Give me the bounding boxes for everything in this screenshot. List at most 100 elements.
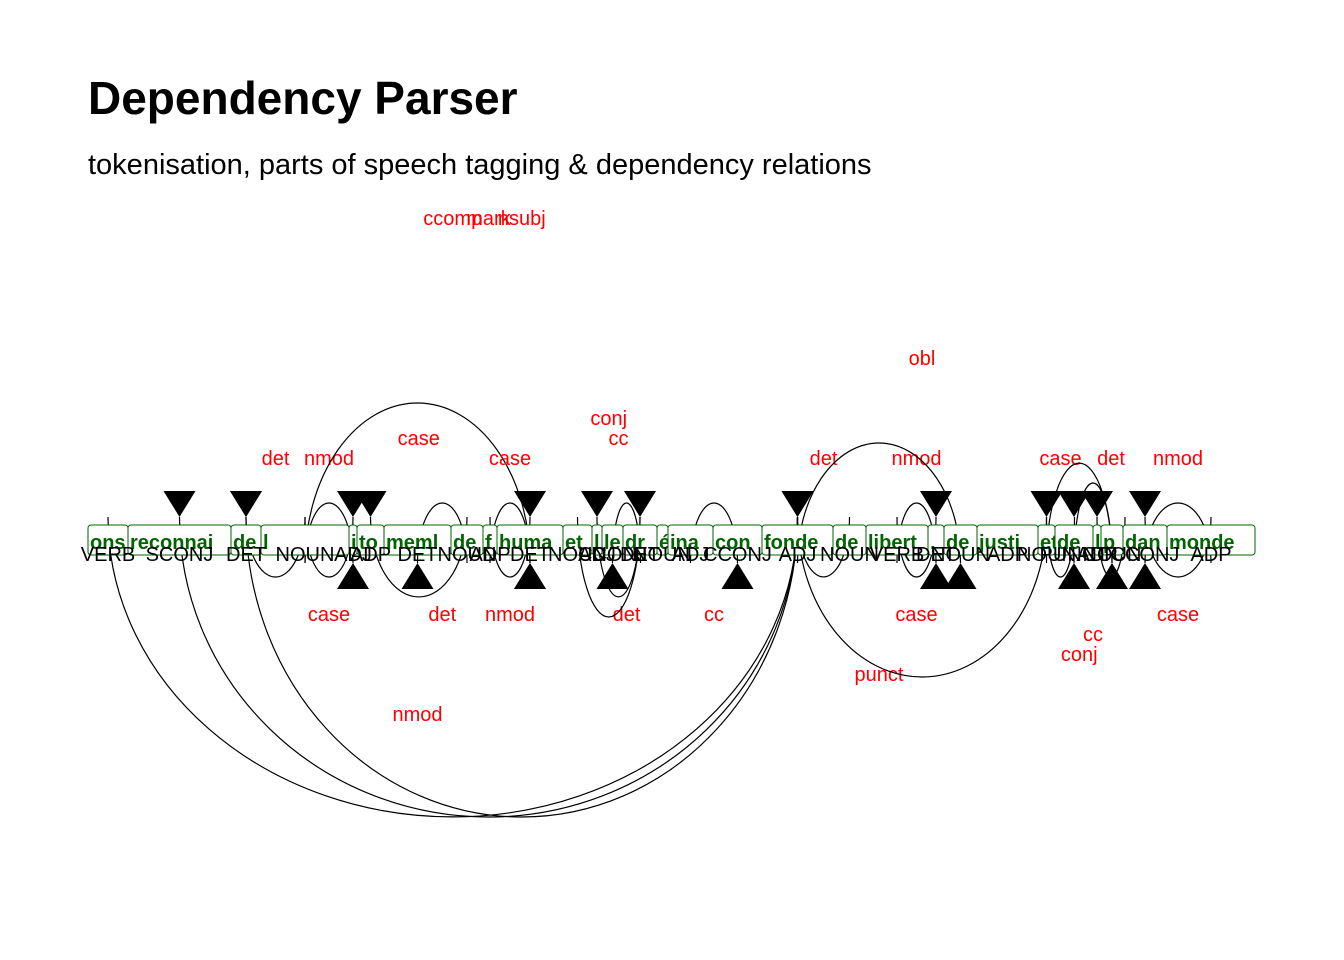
arrow-head [514, 491, 546, 517]
relation-label: det [810, 448, 838, 470]
pos-tag-27: CCONJ [1111, 544, 1180, 566]
pos-tag-20: DET [916, 544, 956, 566]
pos-tag-1: SCONJ [146, 544, 214, 566]
token-15: ina [667, 524, 714, 556]
relation-label: cc [704, 604, 724, 626]
token-text: de [233, 532, 256, 554]
token-text: et [565, 532, 583, 554]
pos-tag-19: VERB [870, 544, 924, 566]
arc [576, 516, 641, 618]
pos-tag-13: DET [620, 544, 660, 566]
pos-tag-23: NOUN [1017, 544, 1076, 566]
arrow-head [624, 491, 656, 517]
relation-label: nmod [485, 604, 535, 626]
token-5: to [356, 524, 385, 556]
relation-label: cc [1083, 624, 1103, 646]
arrow-head [596, 563, 629, 589]
pos-tag-26: NOUN [1083, 544, 1142, 566]
token-4: inhére [348, 524, 411, 556]
token-text: monde [1169, 532, 1235, 554]
relation-case: case [354, 428, 468, 598]
pos-tag-0: VERB [81, 544, 135, 566]
token-text: inhére [351, 532, 411, 554]
token-7: de [450, 524, 484, 556]
relation-label: case [489, 448, 531, 470]
pos-tag-4: ADJ [334, 544, 372, 566]
token-0: ons [87, 524, 129, 556]
relation-label: conj [1061, 644, 1098, 666]
pos-tag-10: NOUN [548, 544, 607, 566]
pos-tag-28: ADP [1190, 544, 1231, 566]
arc [178, 516, 799, 818]
arrow-head [401, 563, 434, 589]
pos-tag-22: ADP [987, 544, 1028, 566]
token-text: de [835, 532, 858, 554]
relation-label: case [1039, 448, 1081, 470]
pos-tag-2: DET [226, 544, 266, 566]
token-24: de [1054, 524, 1094, 556]
token-10: et [562, 524, 593, 556]
token-text: ina [670, 532, 700, 554]
relation-label: det [613, 604, 641, 626]
token-text: f [485, 532, 492, 554]
arrow-head [1030, 491, 1063, 517]
arc [245, 516, 799, 818]
relation-label: cc [609, 428, 629, 450]
token-23: et [1037, 524, 1058, 556]
token-row: onsreconnaidelinhéretomemldefhumaetlledr… [81, 524, 1256, 566]
token-text: ons [90, 532, 126, 554]
pos-tag-5: ADP [350, 544, 391, 566]
token-text: de [453, 532, 476, 554]
token-12: le [601, 524, 624, 556]
relation-label: nmod [392, 704, 442, 726]
relation-case: case [304, 502, 369, 626]
arrow-head [944, 563, 977, 589]
token-box [1166, 524, 1256, 556]
arrow-head [1096, 563, 1128, 589]
token-26: p [1100, 524, 1124, 556]
page-title: Dependency Parser [88, 72, 518, 124]
token-text: to [359, 532, 378, 554]
relation-nsubj: nsubj [230, 208, 799, 818]
arrow-head [163, 491, 196, 517]
arrow-head [721, 563, 754, 589]
relation-ccomp: ccomp [107, 208, 814, 818]
pos-tag-3: NOUN [276, 544, 335, 566]
relation-label: det [428, 604, 456, 626]
token-16: con [712, 524, 763, 556]
relation-conj: conj [576, 408, 656, 618]
relation-label: ccomp [423, 208, 482, 230]
arc [304, 402, 531, 564]
arrow-head [230, 491, 262, 517]
arc [107, 516, 799, 818]
token-text: et [1040, 532, 1058, 554]
relation-det: det [230, 448, 306, 578]
relation-label: det [1097, 448, 1125, 470]
token-text: l [594, 532, 600, 554]
dependency-arcs: marknsubjdetcasenmodnmodcasedetcasenmodc… [107, 208, 1212, 818]
token-text: reconnai [130, 532, 213, 554]
token-21: de [943, 524, 978, 556]
page-subtitle: tokenisation, parts of speech tagging & … [88, 149, 872, 181]
relation-label: nsubj [498, 208, 546, 230]
arrow-head [1058, 563, 1090, 589]
arc [796, 516, 1048, 678]
arrow-head [354, 491, 387, 517]
arrow-head [920, 491, 952, 517]
token-text: huma [499, 532, 553, 554]
arrow-head [781, 491, 814, 517]
token-text: libert [868, 532, 917, 554]
arrow-head [581, 491, 613, 517]
token-19: libert [865, 524, 929, 556]
token-text: l [263, 532, 269, 554]
arrow-head [920, 563, 952, 589]
relation-conj: conj [1045, 462, 1128, 666]
arrow-head [1081, 491, 1113, 517]
token-text: é [659, 532, 670, 554]
pos-tag-12: CCONJ [578, 544, 647, 566]
token-text: de [946, 532, 969, 554]
pos-tag-14: NOUN [633, 544, 692, 566]
relation-label: case [398, 428, 440, 450]
relation-punct: punct [796, 442, 977, 686]
arc [796, 442, 962, 564]
